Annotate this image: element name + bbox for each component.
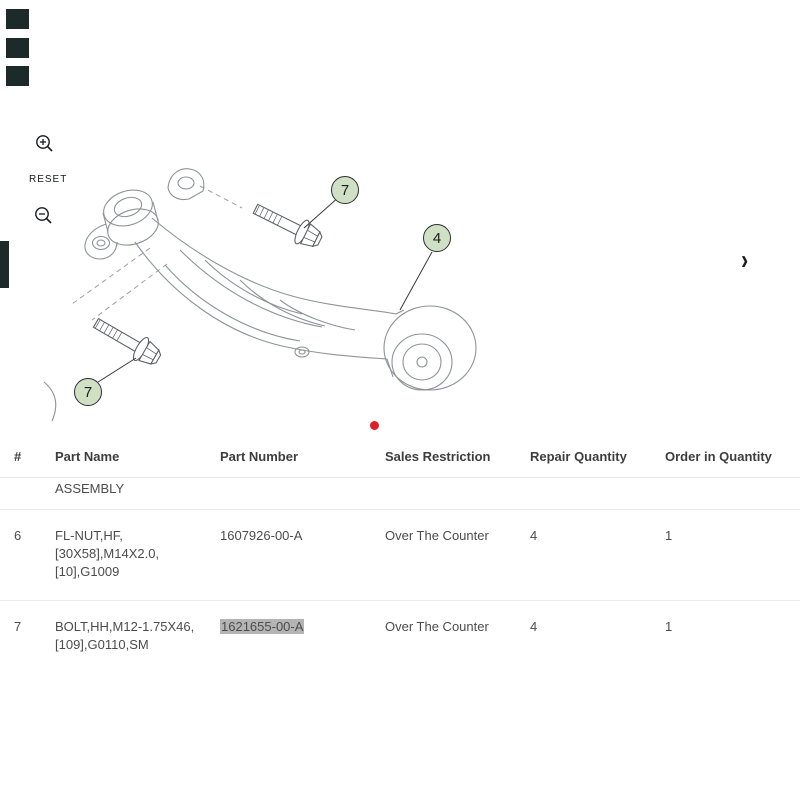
repair-quantity: 4 <box>530 528 538 543</box>
zoom-out-button[interactable] <box>33 205 55 227</box>
part-number: 1621655-00-A <box>220 618 385 654</box>
zoom-out-icon <box>35 207 52 224</box>
row-number: 6 <box>14 528 22 543</box>
zoom-in-icon <box>36 135 53 152</box>
table-row[interactable]: 7 BOLT,HH,M12-1.75X46, [109],G0110,SM 16… <box>0 600 800 673</box>
repair-quantity: 4 <box>530 619 538 634</box>
reset-button[interactable]: RESET <box>29 174 68 185</box>
col-header-part-name: Part Name <box>55 449 120 464</box>
table-row[interactable]: 6 FL-NUT,HF, [30X58],M14X2.0, [10],G1009… <box>0 509 800 600</box>
thumbnail-fragment[interactable] <box>6 66 29 86</box>
sales-restriction: Over The Counter <box>385 528 489 543</box>
sales-restriction: Over The Counter <box>385 619 489 634</box>
thumbnail-fragment[interactable] <box>6 9 29 29</box>
callout-7-lower[interactable]: 7 <box>74 378 102 406</box>
part-diagram <box>43 168 477 422</box>
col-header-order-in-quantity: Order in Quantity <box>665 449 772 464</box>
order-in-quantity: 1 <box>665 619 673 634</box>
thumbnail-fragment[interactable] <box>0 241 9 288</box>
col-header-number: # <box>14 449 22 464</box>
thumbnail-fragment[interactable] <box>6 38 29 58</box>
part-name-fragment: ASSEMBLY <box>55 481 125 496</box>
table-row-partial[interactable]: ASSEMBLY <box>0 478 800 509</box>
col-header-repair-quantity: Repair Quantity <box>530 449 627 464</box>
callout-4[interactable]: 4 <box>423 224 451 252</box>
diagram-viewer: RESET <box>29 133 749 430</box>
table-header-row: # Part Name Part Number Sales Restrictio… <box>0 440 800 478</box>
part-number-highlighted: 1621655-00-A <box>220 619 305 634</box>
part-number: 1607926-00-A <box>220 528 303 543</box>
parts-table: # Part Name Part Number Sales Restrictio… <box>0 440 800 673</box>
col-header-sales-restriction: Sales Restriction <box>385 449 491 464</box>
next-diagram-button[interactable]: › <box>741 244 749 275</box>
col-header-part-number: Part Number <box>220 449 299 464</box>
row-number: 7 <box>14 619 22 634</box>
part-name: BOLT,HH,M12-1.75X46, [109],G0110,SM <box>55 619 195 652</box>
callout-7-upper[interactable]: 7 <box>331 176 359 204</box>
part-name: FL-NUT,HF, [30X58],M14X2.0, [10],G1009 <box>55 528 160 579</box>
page-indicator-dot[interactable] <box>370 421 379 430</box>
order-in-quantity: 1 <box>665 528 673 543</box>
zoom-in-button[interactable] <box>34 133 56 155</box>
